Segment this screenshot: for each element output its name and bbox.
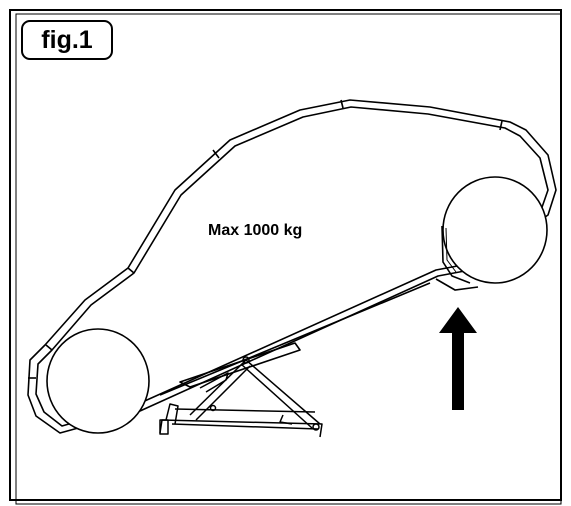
figure-label: fig.1 — [21, 20, 113, 60]
scissor-lift — [159, 356, 323, 438]
lift-arrow-up-icon — [439, 307, 477, 410]
figure-border-inner — [15, 13, 562, 505]
car-body — [27, 99, 557, 434]
rear-wheel — [46, 328, 150, 434]
front-wheel — [435, 176, 548, 291]
max-capacity-label: Max 1000 kg — [208, 222, 303, 239]
